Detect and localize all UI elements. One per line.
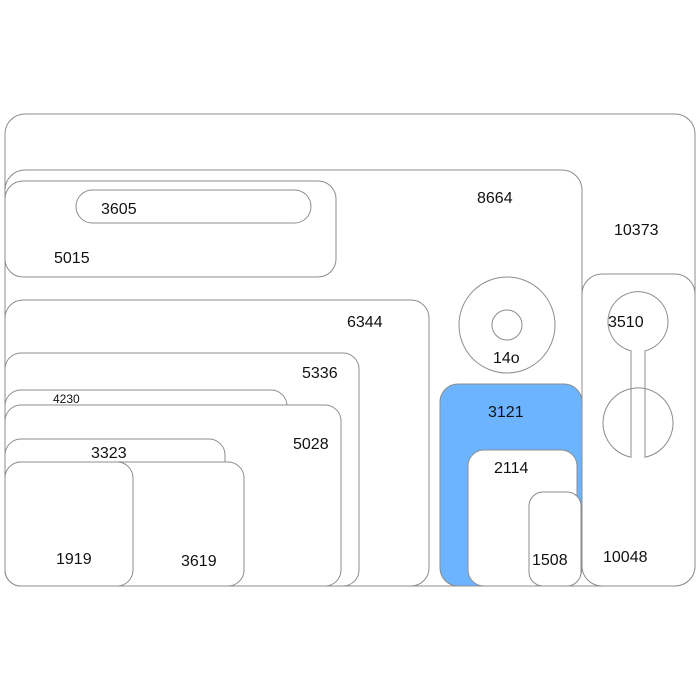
label-1919: 1919	[56, 551, 92, 568]
label-10373: 10373	[614, 222, 659, 239]
shape-1508[interactable]	[528, 491, 582, 587]
label-3605: 3605	[101, 201, 137, 218]
label-10048: 10048	[603, 549, 648, 566]
label-8664: 8664	[477, 190, 513, 207]
shape-1919[interactable]	[4, 461, 134, 587]
label-4230: 4230	[53, 392, 80, 406]
label-5336: 5336	[302, 365, 338, 382]
label-5015: 5015	[54, 250, 90, 267]
shape-3510-dumbbell[interactable]	[602, 291, 674, 458]
shape-3605[interactable]	[75, 189, 312, 224]
label-1508: 1508	[532, 552, 568, 569]
label-6344: 6344	[347, 314, 383, 331]
label-5028: 5028	[293, 436, 329, 453]
label-3510: 3510	[608, 314, 644, 331]
shape-14o-inner-hole	[491, 309, 523, 341]
label-3121: 3121	[488, 404, 524, 421]
label-3619: 3619	[181, 553, 217, 570]
label-14o: 14o	[493, 350, 520, 367]
label-3323: 3323	[91, 445, 127, 462]
label-2114: 2114	[494, 460, 529, 477]
